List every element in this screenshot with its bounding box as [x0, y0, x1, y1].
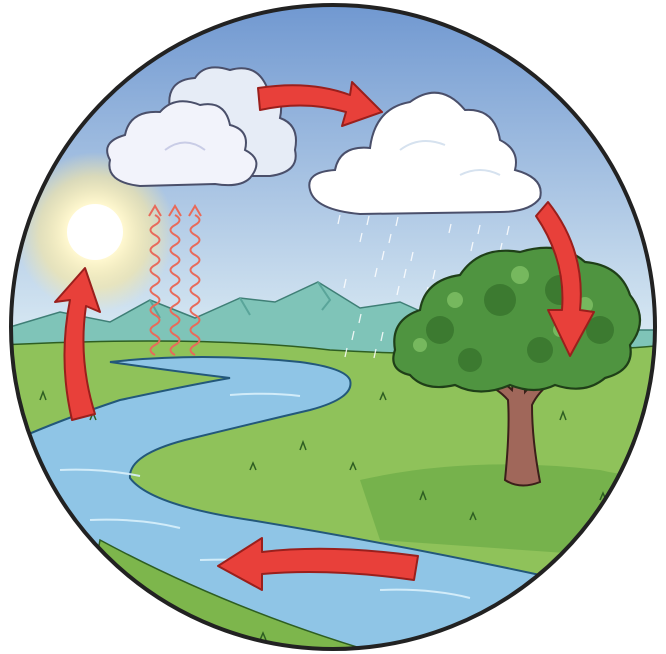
water-cycle-diagram [0, 0, 666, 654]
water-cycle-scene [0, 0, 666, 654]
